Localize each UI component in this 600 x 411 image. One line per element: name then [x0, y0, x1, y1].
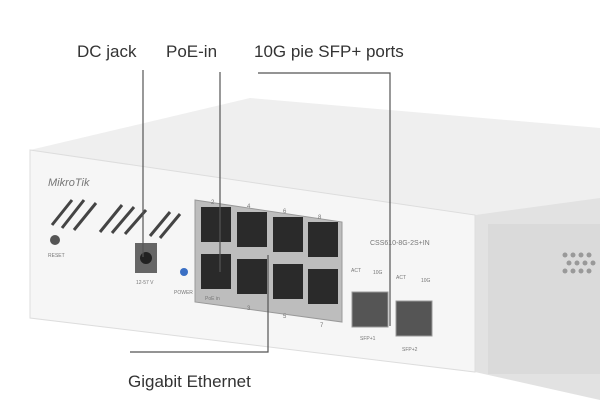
sfp-port-2 — [395, 300, 433, 337]
callout-sfp-ports: 10G pie SFP+ ports — [254, 42, 404, 61]
port-label-4: 4 — [247, 204, 251, 210]
ethernet-ports — [201, 207, 338, 304]
reset-label: RESET — [48, 253, 65, 259]
sfp2-act-label: ACT — [396, 275, 406, 281]
sfp1-act-label: ACT — [351, 268, 361, 274]
brand-logo: MikroTik — [48, 177, 90, 189]
leader-lines — [130, 70, 391, 353]
port-label-2: 2 — [211, 200, 215, 206]
sfp2-label: SFP+2 — [402, 347, 418, 353]
sfp1-10g-label: 10G — [373, 270, 383, 276]
power-led — [180, 268, 188, 276]
port-label-5: 5 — [283, 314, 287, 320]
voltage-label: 12-57 V — [136, 280, 154, 286]
callout-dc-jack: DC jack — [77, 42, 137, 61]
side-panel — [488, 224, 600, 374]
sfp2-10g-label: 10G — [421, 278, 431, 284]
device-top — [30, 98, 600, 215]
callout-gigabit-ethernet: Gigabit Ethernet — [128, 372, 251, 391]
poe-port-label: PoE in — [205, 296, 220, 302]
port-label-7: 7 — [320, 323, 324, 329]
power-label: POWER — [174, 290, 193, 296]
vent-pattern — [50, 199, 182, 239]
vent-holes — [562, 252, 596, 274]
callout-poe-in: PoE-in — [166, 42, 218, 61]
port-label-8: 8 — [318, 215, 322, 221]
reset-button — [50, 235, 60, 245]
port-label-3: 3 — [247, 306, 251, 312]
sfp-port-1 — [351, 291, 389, 328]
port-label-6: 6 — [283, 209, 287, 215]
model-label: CSS610-8G-2S+IN — [370, 240, 430, 247]
sfp1-label: SFP+1 — [360, 336, 376, 342]
